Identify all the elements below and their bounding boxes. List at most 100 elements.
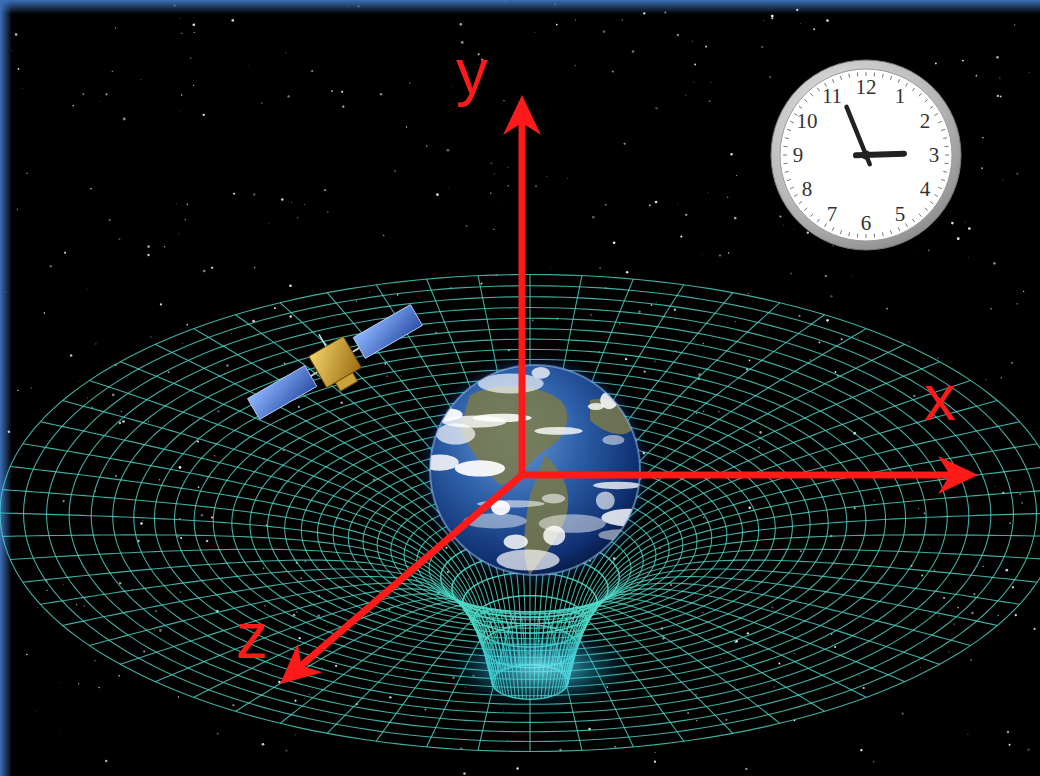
star: [508, 185, 509, 186]
frame-glow: [0, 0, 1040, 14]
star: [1009, 522, 1011, 524]
clock-numeral: 10: [797, 111, 818, 132]
star: [180, 537, 182, 539]
star: [973, 605, 975, 607]
star: [967, 734, 968, 735]
star: [1028, 71, 1030, 73]
clock-tick: [945, 155, 949, 156]
star: [493, 229, 494, 230]
star: [147, 254, 149, 256]
grid-ring: [69, 308, 991, 723]
star: [389, 696, 391, 698]
star: [957, 607, 958, 608]
clock-numeral: 6: [861, 213, 872, 234]
star: [143, 650, 145, 652]
star: [790, 273, 792, 275]
grid-line: [10, 466, 493, 678]
star: [140, 79, 141, 80]
cloud: [601, 378, 653, 393]
cloud: [543, 526, 565, 546]
star: [834, 646, 836, 648]
clock-tick: [804, 208, 807, 211]
star: [123, 421, 125, 423]
clock-numeral: 3: [929, 145, 940, 166]
star: [233, 193, 235, 195]
star: [217, 733, 219, 735]
star: [798, 315, 800, 317]
clock-tick: [866, 72, 867, 76]
clock-figure: [771, 60, 961, 250]
clock-tick: [882, 232, 884, 236]
star: [59, 733, 61, 735]
grid-line: [63, 577, 497, 691]
star: [109, 219, 111, 221]
star: [1007, 731, 1010, 734]
star: [997, 95, 999, 97]
star: [424, 708, 426, 710]
star: [193, 85, 194, 86]
star: [873, 500, 874, 501]
star: [619, 323, 621, 325]
clock-tick: [912, 88, 914, 91]
star: [214, 455, 215, 456]
star: [943, 597, 945, 599]
star: [556, 24, 558, 26]
star: [970, 659, 972, 661]
axis-label: z: [236, 604, 268, 668]
clock-tick: [783, 163, 787, 164]
star: [35, 710, 37, 712]
star: [394, 170, 396, 172]
star: [655, 752, 656, 753]
cloud: [436, 423, 475, 444]
clock-tick: [882, 74, 884, 78]
star: [286, 655, 288, 657]
star: [502, 710, 504, 712]
star: [160, 303, 162, 305]
star: [231, 19, 234, 22]
star: [342, 106, 344, 108]
star: [799, 23, 801, 25]
star: [322, 667, 323, 668]
star: [649, 204, 651, 206]
star: [37, 606, 39, 608]
star: [605, 204, 607, 206]
star: [694, 64, 696, 66]
grid-line: [566, 560, 1037, 687]
star: [913, 250, 915, 252]
star: [809, 359, 811, 361]
star: [263, 568, 264, 569]
star: [115, 475, 117, 477]
clock-tick: [825, 223, 827, 226]
star: [1011, 362, 1013, 364]
clock-tick: [890, 76, 891, 80]
star: [740, 262, 742, 264]
clock-tick: [832, 227, 834, 231]
earth-rim: [430, 365, 640, 575]
star: [651, 304, 653, 306]
star: [90, 188, 92, 190]
star: [826, 19, 829, 22]
cloud: [455, 460, 505, 476]
star: [957, 237, 960, 240]
star: [406, 518, 407, 519]
star: [854, 507, 856, 509]
grid-line: [568, 490, 1040, 681]
star: [112, 71, 113, 72]
clock-tick: [890, 230, 891, 234]
clock-tick: [790, 121, 794, 123]
star: [1005, 569, 1008, 572]
star: [386, 375, 388, 377]
star: [82, 93, 84, 95]
star: [924, 513, 926, 515]
clock-tick: [919, 214, 922, 217]
star: [852, 275, 854, 277]
clock-tick: [943, 171, 947, 173]
star: [268, 223, 270, 225]
star: [749, 507, 751, 509]
star: [434, 732, 436, 734]
star: [46, 590, 47, 591]
axis-label: y: [456, 40, 488, 104]
star: [761, 46, 763, 48]
clock-tick: [848, 74, 850, 78]
